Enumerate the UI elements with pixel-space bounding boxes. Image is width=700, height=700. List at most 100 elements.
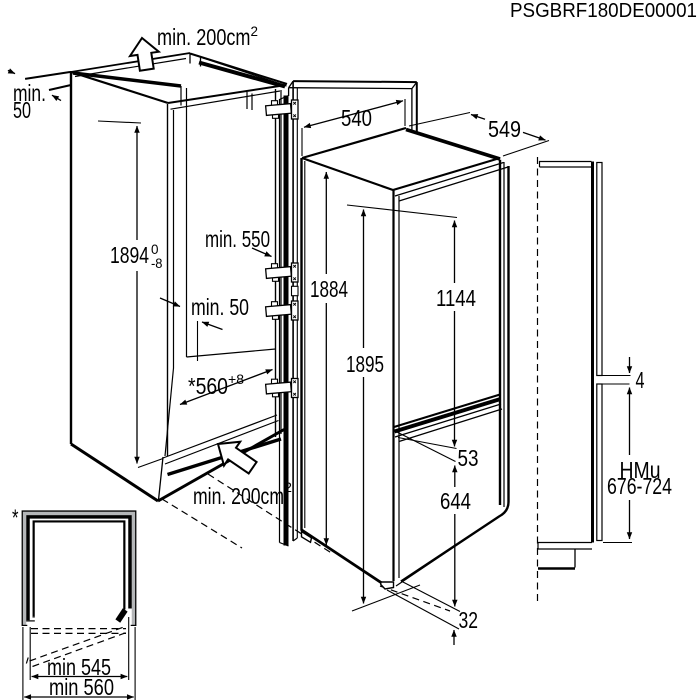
plan-inner-width-dimension: min 545 [29,617,130,680]
drawing-line [21,510,137,626]
appliance-height-dimension: 1884 [307,171,351,546]
drawing-line [162,414,278,459]
top-vent-arrow-icon [127,36,162,72]
door-pivot [115,608,128,623]
drawing-line [288,87,412,90]
plan-view: * min 545 min 560 [12,505,137,700]
drawing-shape [307,274,351,303]
drawing-line [538,160,592,168]
side-view: 4 HMu 676-724 [536,157,672,601]
drawing-line [537,541,592,550]
appliance-height-label: 1884 [310,276,348,302]
drawing-line [70,442,159,503]
width-label: 540 [341,105,372,131]
niche-height-tol-upper: 0 [151,241,159,257]
plan-outer-width-label: min 560 [49,674,114,700]
drawing-line [301,156,394,192]
panel-gap-dimension: 4 [602,357,645,393]
plan-outer-width-dimension: min 560 [22,627,136,700]
dimension-line [303,99,404,129]
drawing-line [293,80,417,84]
drawing-line [70,52,191,73]
drawing-line [26,515,132,621]
drawing-line [301,126,407,160]
extension-line [408,111,471,127]
drawing-line [300,528,385,586]
drawing-line [395,515,501,587]
extension-line [401,581,461,612]
extension-line [346,204,458,219]
panel-gap-label: 4 [636,367,645,393]
overall-height-dimension: 1895 [343,204,458,612]
door-gap-label: 53 [458,445,479,471]
floor-dashed-line-left [161,498,243,549]
drawing-shape [283,95,289,546]
drawing-line [25,657,29,664]
extension-line [394,430,456,462]
drawing-line [393,393,501,428]
hinge-bottom [264,377,299,399]
panel-height-label-line2: 676-724 [607,473,672,499]
drawing-shape [107,240,165,271]
top-vent-label-sup: 2 [251,23,259,39]
rear-clearance-label: min. 50 [191,294,249,320]
plan-inner-width-label: min 545 [47,654,111,680]
wall-clearance-dimension: min. 50 [13,80,46,123]
drawing-shape [596,161,603,377]
drawing-line [394,403,502,438]
upper-door-label: 1144 [436,285,476,311]
hinge-connector [290,285,299,297]
niche-depth-label: min. 550 [205,226,270,252]
niche-width-label: *560 [188,373,228,399]
depth-label: 549 [488,116,521,142]
drawing-line [167,84,287,104]
plinth-dashed-line [207,473,334,555]
door-gap-dimension: 53 [394,430,479,471]
dimension-line [179,368,273,406]
bottom-vent-dimension: min. 200cm 2 [193,479,292,509]
drawing-line [157,428,285,503]
lower-door-dimension: 644 [401,465,475,612]
hinge-middle-upper [264,262,299,283]
drawing-line [398,408,503,443]
drawing-shape [437,487,475,514]
drawing-line [48,84,72,91]
door-swing-dashed-line [29,626,125,662]
panel-height-dimension: HMu 676-724 [603,387,672,544]
bottom-vent-arrow-icon [216,440,258,475]
dimension-line [7,68,16,75]
drawing-line [74,57,187,78]
drawing-line [405,127,501,161]
extension-line [397,436,457,450]
dimension-line [251,247,272,258]
dimension-line [470,113,486,120]
dimension-line [522,131,546,141]
niche-height-label: 1894 [110,242,149,268]
niche-view: 1894 0 -8 min. 550 min. 50 *560 +8 min. … [7,23,451,612]
drawing-line [279,94,289,101]
drawing-line [393,397,502,434]
bottom-vent-label-sup: 2 [284,479,292,495]
upper-door-dimension: 1144 [397,220,479,450]
lower-door-label: 644 [440,488,471,514]
extension-line [386,589,460,630]
drawing-line [164,367,175,457]
dimension-line [51,94,62,102]
extension-line [137,457,164,469]
drawing-line [198,60,286,89]
extension-line [351,584,421,612]
niche-width-tol: +8 [228,371,244,387]
drawing-shape [596,383,603,542]
rear-foot [300,530,313,544]
bottom-vent-label: min. 200cm [193,483,284,509]
extension-line [502,139,550,157]
hinge-top [264,99,299,120]
drawing-line [72,71,182,88]
drawing-line [157,456,164,501]
dashed-line [32,631,127,668]
plinth-label: 32 [459,607,479,633]
drawing-line [170,90,281,110]
drawing-line [392,156,501,192]
